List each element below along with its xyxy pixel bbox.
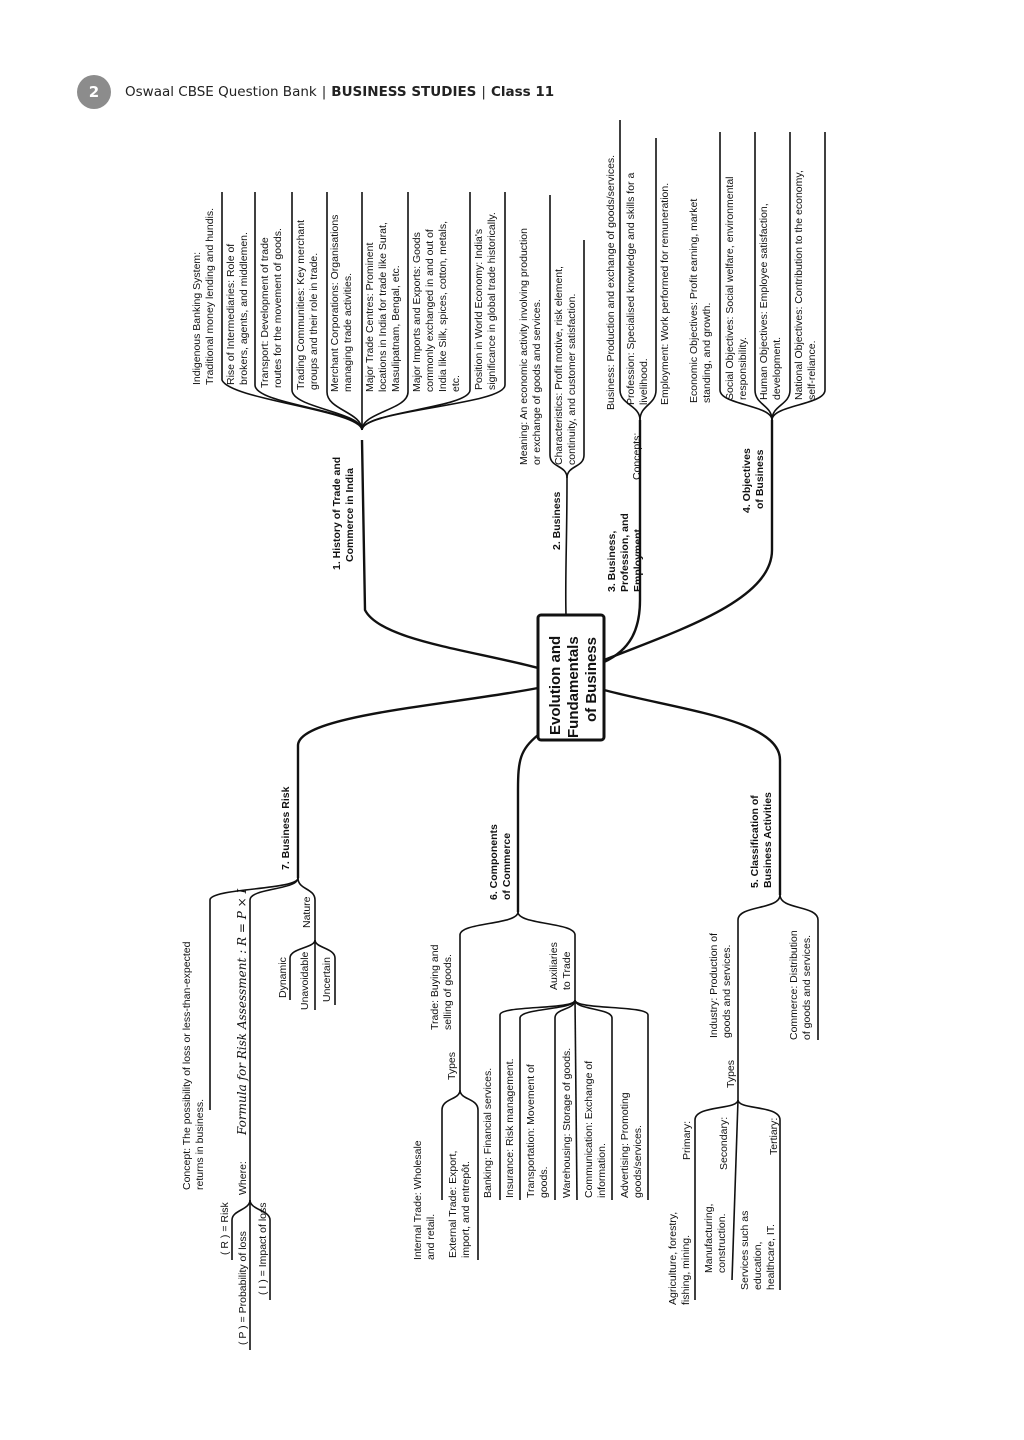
branch6-external-trade: External Trade: Export,import, and entre…: [447, 1151, 472, 1258]
branch7-formula: Formula for Risk Assessment : R = P × I: [235, 889, 249, 1136]
center-node-title-line2: Fundamentals: [565, 636, 582, 738]
center-node-title-line3: of Business: [583, 637, 600, 722]
branch4-item: Human Objectives: Employee satisfaction,…: [758, 203, 783, 400]
branch5-commerce: Commerce: Distributionof goods and servi…: [788, 930, 813, 1040]
branch4-title: 4. Objectivesof Business: [741, 448, 766, 513]
center-node-title: Evolution and: [547, 636, 564, 735]
branch7-var-probability: ( P ) = Probability of loss: [237, 1231, 249, 1345]
branch6-internal-trade: Internal Trade: Wholesaleand retail.: [412, 1140, 437, 1260]
branch7-var-impact: ( I ) = Impact of loss: [257, 1203, 269, 1296]
branch7-nature-uncertain: Uncertain: [321, 957, 333, 1002]
branch1-item: Major Imports and Exports: Goodscommonly…: [411, 221, 462, 392]
branch2-meaning: Meaning: An economic activity involving …: [518, 228, 543, 465]
branch1-item: Merchant Corporations: Organisationsmana…: [329, 215, 354, 392]
auxiliary-item: Advertising: Promotinggoods/services.: [619, 1092, 644, 1198]
branch1-item: Rise of Intermediaries: Role ofbrokers, …: [225, 232, 250, 385]
subject-name: BUSINESS STUDIES: [331, 84, 477, 100]
branch7-var-risk: ( R ) = Risk: [219, 1201, 231, 1255]
branch2-characteristics: Characteristics: Profit motive, risk ele…: [553, 266, 578, 465]
branch7-where-label: Where:: [237, 1161, 249, 1195]
auxiliary-item: Insurance: Risk management.: [504, 1059, 516, 1198]
branch4-item: National Objectives: Contribution to the…: [793, 170, 818, 400]
branch7-title: 7. Business Risk: [280, 786, 292, 870]
branch1-item: Position in World Economy: India'ssignif…: [473, 212, 498, 390]
branch5-secondary-desc: Manufacturing,construction.: [703, 1204, 728, 1273]
branch3-item: Business: Production and exchange of goo…: [605, 155, 617, 410]
branch5-tertiary-label: Tertiary:: [768, 1118, 780, 1155]
branch3-item: Profession: Specialised knowledge and sk…: [625, 173, 650, 405]
branch6-auxiliaries-label: Auxiliariesto Trade: [548, 942, 573, 990]
branch5-tertiary-desc: Services such aseducation,healthcare, IT…: [739, 1211, 777, 1290]
branch7-line: [296, 686, 539, 878]
auxiliary-item: Transportation: Movement ofgoods.: [525, 1064, 550, 1198]
branch7-nature-label: Nature: [301, 896, 313, 928]
branch5-title: 5. Classification ofBusiness Activities: [749, 792, 774, 888]
branch3-title: 3. Business,Profession, andEmployment: [606, 513, 644, 592]
branch2-line: [564, 478, 568, 616]
branch5-line: [603, 688, 782, 895]
branch3-concepts-label: Concepts:: [631, 433, 643, 480]
branch3-item: Employment: Work performed for remunerat…: [659, 183, 671, 405]
branch6-line: [516, 734, 539, 912]
branch4-line: [603, 420, 774, 662]
page-number-badge: 2: [77, 75, 111, 109]
branch1-item: Transport: Development of traderoutes fo…: [259, 228, 284, 388]
connector-lines: [209, 120, 826, 1350]
branch2-title: 2. Business: [551, 491, 563, 550]
branch7-nature-dynamic: Dynamic: [277, 957, 289, 998]
branch6-auxiliaries: Banking: Financial services. Insurance: …: [482, 1048, 644, 1198]
running-title: Oswaal CBSE Question Bank|BUSINESS STUDI…: [125, 84, 555, 100]
branch6-types-label: Types: [446, 1052, 458, 1080]
branch4-item: Economic Objectives: Profit earning, mar…: [688, 199, 713, 403]
publisher-name: Oswaal CBSE Question Bank: [125, 84, 317, 100]
branch5-primary-label: Primary:: [681, 1121, 693, 1160]
branch1-title: 1. History of Trade andCommerce in India: [331, 457, 356, 570]
branch1-item: Trading Communities: Key merchantgroups …: [295, 220, 320, 390]
auxiliary-item: Communication: Exchange ofinformation.: [583, 1061, 608, 1198]
branch7-concept: Concept: The possibility of loss or less…: [181, 941, 206, 1190]
center-node-box: [536, 613, 606, 742]
branch5-primary-desc: Agriculture, forestry,fishing, mining.: [667, 1212, 692, 1305]
branch5-industry: Industry: Production ofgoods and service…: [708, 933, 733, 1038]
page-header: 2 Oswaal CBSE Question Bank|BUSINESS STU…: [77, 75, 555, 109]
branch1-item: Major Trade Centres: Prominentlocations …: [364, 222, 402, 392]
auxiliary-item: Banking: Financial services.: [482, 1068, 494, 1198]
branch7-nature-unavoidable: Unavoidable: [299, 951, 311, 1010]
branch4-item: Social Objectives: Social welfare, envir…: [724, 176, 749, 400]
branch5-secondary-label: Secondary:: [718, 1117, 730, 1170]
branch1-items: Indigenous Banking System:Traditional mo…: [191, 208, 498, 392]
class-label: Class 11: [490, 84, 555, 100]
branch6-trade: Trade: Buying andselling of goods.: [429, 944, 454, 1030]
auxiliary-item: Warehousing: Storage of goods.: [561, 1048, 573, 1198]
branch5-types-label: Types: [725, 1060, 737, 1088]
branch1-line: [360, 439, 539, 670]
branch1-item: Indigenous Banking System:Traditional mo…: [191, 208, 216, 385]
branch6-title: 6. Componentsof Commerce: [488, 824, 513, 900]
